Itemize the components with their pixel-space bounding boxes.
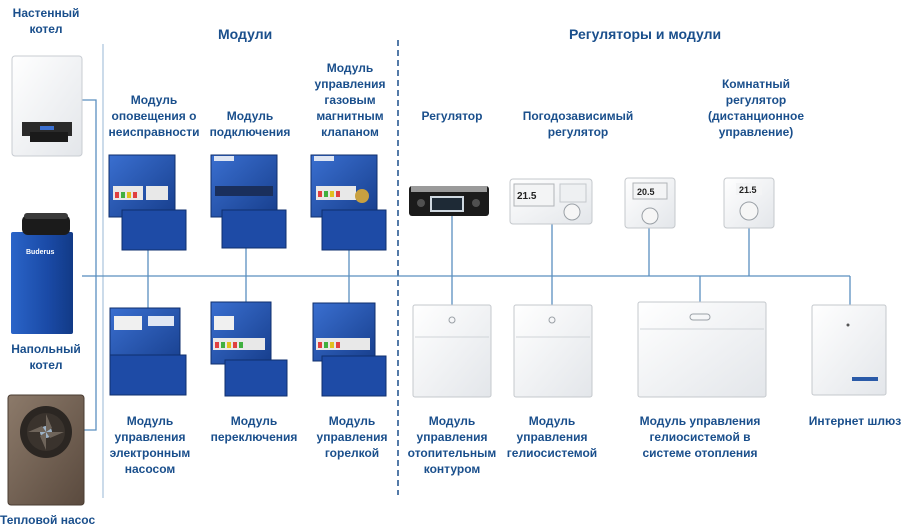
room-regulator-image-1: 20.5 [624,177,676,229]
solar-module-image [513,304,593,398]
heat-pump-label: Тепловой насос [0,513,96,527]
wall-boiler-image [11,55,83,157]
heat-pump-image [7,394,85,506]
solar-heating-module-image [637,301,767,398]
regulator-label: Регулятор [421,109,483,123]
burner-module-image [312,302,387,397]
floor-boiler-brand: Buderus [26,249,55,256]
switching-module-image [210,301,288,397]
controllers-header: Регуляторы и модули [569,26,722,42]
floor-boiler-image: Buderus [11,213,73,334]
pump-module-image [109,307,187,396]
weather-regulator-image: 21.5 [509,178,593,225]
fault-alarm-module-image [108,154,187,251]
modules-header: Модули [218,26,273,42]
regulator-device-image [409,186,489,216]
room-regulator-image-2: 21.5 [723,177,775,229]
weather-display-temp: 21.5 [517,191,537,202]
connection-module-image [210,154,287,249]
room-display-temp-2: 21.5 [739,185,757,195]
internet-gateway-label: Интернет шлюз [808,414,902,428]
room-display-temp-1: 20.5 [637,187,655,197]
gas-valve-module-image [310,154,387,251]
heating-circuit-module-image [412,304,492,398]
internet-gateway-image [811,304,887,396]
